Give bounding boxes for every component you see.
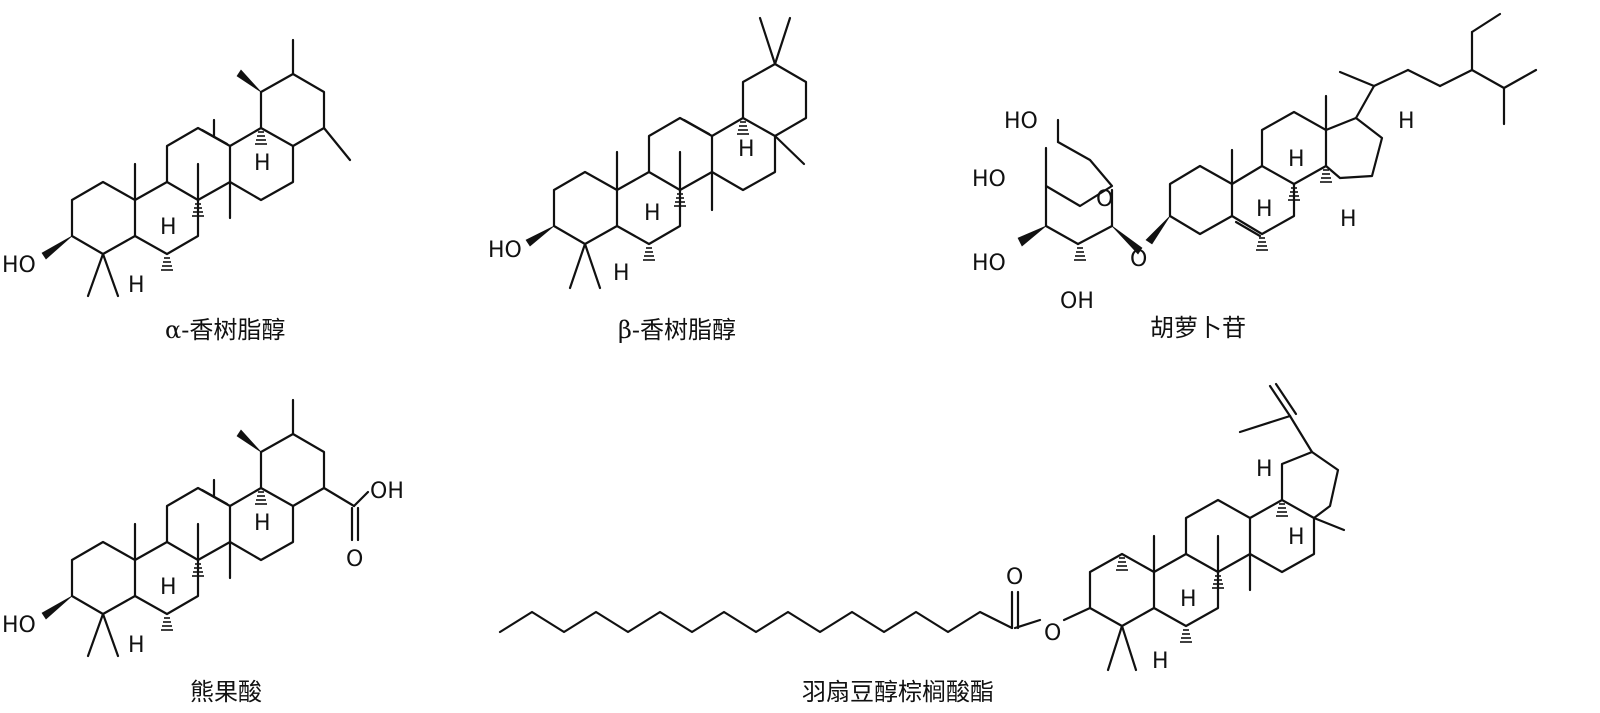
wedge-bond — [1111, 225, 1143, 255]
wedge-bond — [41, 235, 73, 260]
label-o: O — [1044, 621, 1061, 646]
caption-beta-amyrin: β-香树脂醇 — [618, 316, 736, 344]
label-o: O — [1130, 247, 1147, 272]
ring-bonds — [70, 398, 370, 658]
label-ho: HO — [1004, 109, 1038, 134]
label-h: H — [128, 633, 145, 658]
caption-lupeol-palmitate: 羽扇豆醇棕榈酸酯 — [802, 678, 994, 706]
label-ho: HO — [972, 251, 1006, 276]
wedge-bond — [41, 595, 73, 620]
ring-bonds — [70, 38, 352, 298]
structure-ursolic-acid: HO OH O H H H — [2, 398, 404, 658]
label-ho: HO — [2, 613, 36, 638]
label-o: O — [346, 547, 363, 572]
label-h: H — [1288, 525, 1305, 550]
wedge-bond — [1017, 225, 1047, 247]
chain-bonds — [498, 590, 1092, 634]
label-h: H — [128, 273, 145, 298]
label-h: H — [644, 201, 661, 226]
label-h: H — [1398, 109, 1415, 134]
label-h: H — [254, 151, 271, 176]
label-h: H — [1288, 147, 1305, 172]
label-h: H — [1180, 587, 1197, 612]
wedge-bond — [236, 429, 262, 453]
ring-bonds — [552, 16, 808, 290]
label-oh: OH — [1060, 289, 1094, 314]
label-ho: HO — [972, 167, 1006, 192]
label-ho: HO — [2, 253, 36, 278]
wedge-bond — [236, 69, 262, 93]
label-h: H — [160, 215, 177, 240]
label-h: H — [613, 261, 630, 286]
structure-alpha-amyrin: HO H H H — [2, 38, 352, 298]
label-h: H — [160, 575, 177, 600]
label-h: H — [1152, 649, 1169, 674]
caption-daucosterol: 胡萝卜苷 — [1150, 314, 1246, 342]
structure-lupeol-palmitate: O O H H H H — [498, 382, 1346, 674]
label-h: H — [1256, 197, 1273, 222]
label-o: O — [1096, 187, 1113, 212]
structure-beta-amyrin: HO H H H — [488, 16, 808, 290]
label-oh: OH — [370, 479, 404, 504]
label-h: H — [254, 511, 271, 536]
label-h: H — [1256, 457, 1273, 482]
wedge-bond — [1145, 215, 1171, 245]
structure-daucosterol: HO HO HO OH O O H H H H — [972, 12, 1538, 314]
ring-bonds — [1088, 382, 1346, 672]
caption-ursolic-acid: 熊果酸 — [190, 678, 262, 706]
label-o: O — [1006, 565, 1023, 590]
wedge-bond — [525, 225, 555, 247]
hash-bonds — [1115, 503, 1289, 643]
caption-alpha-amyrin: α-香树脂醇 — [165, 316, 285, 344]
label-h: H — [738, 137, 755, 162]
ring-bonds — [1044, 12, 1538, 246]
label-h: H — [1340, 207, 1357, 232]
label-ho: HO — [488, 238, 522, 263]
